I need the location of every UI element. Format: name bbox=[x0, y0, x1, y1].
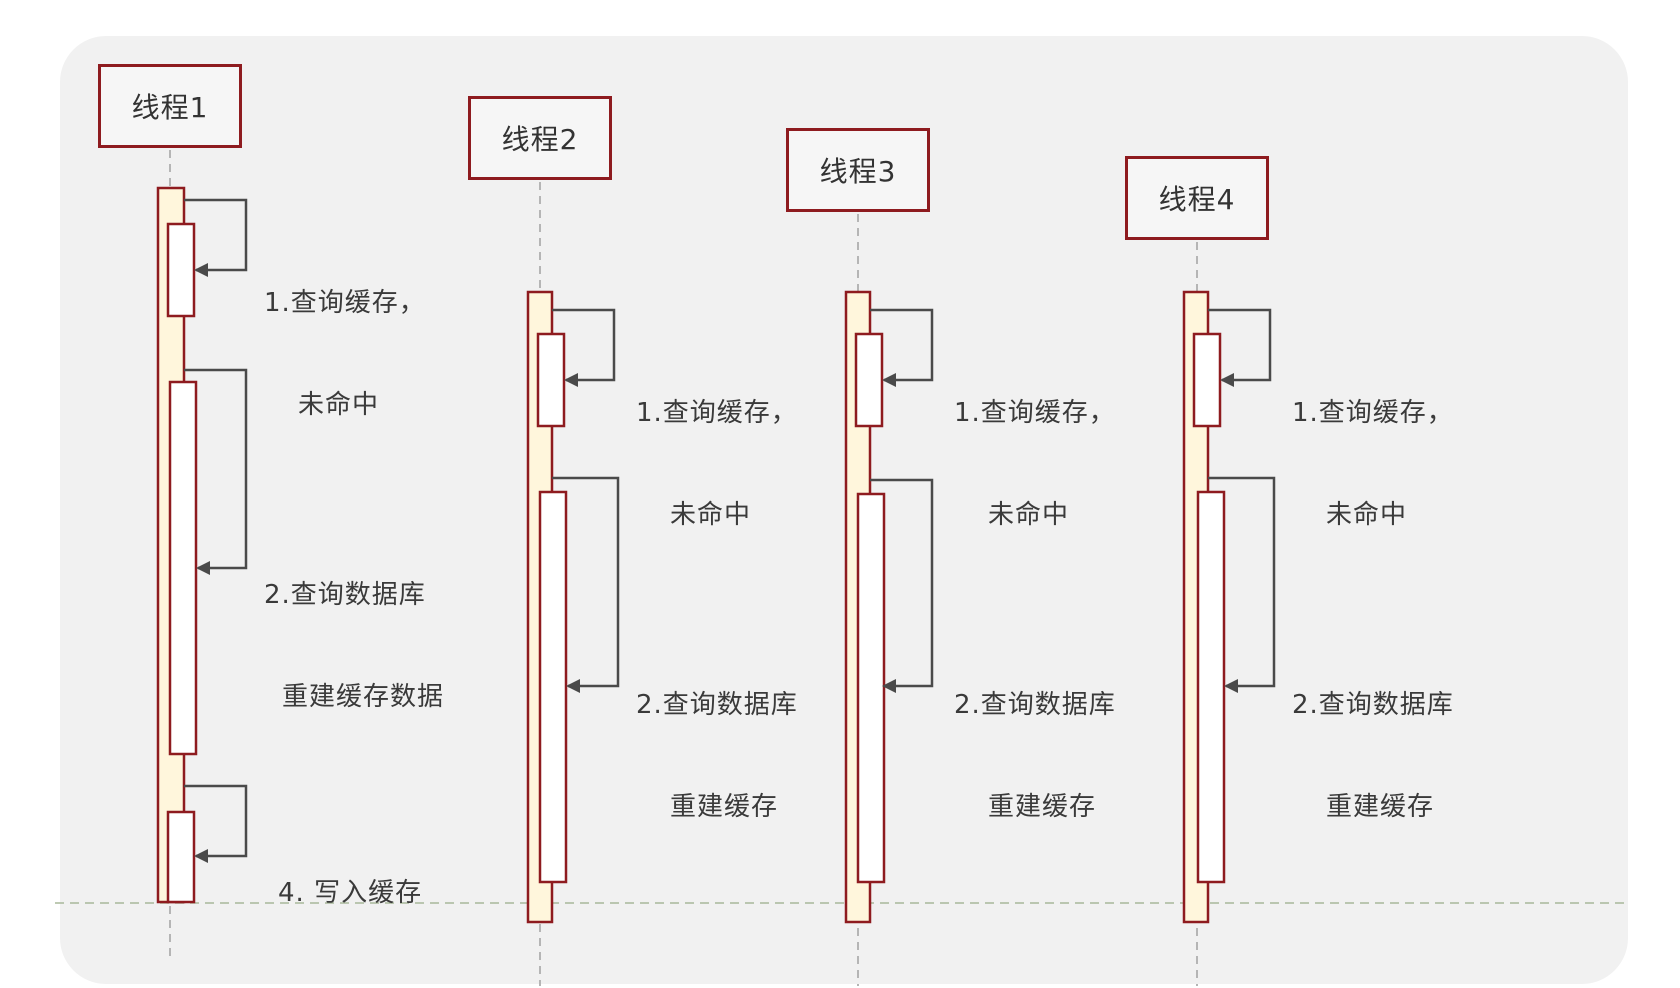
thread-2-step-2-line2: 重建缓存 bbox=[670, 792, 779, 822]
activation-step-2-thread-4 bbox=[1196, 490, 1226, 884]
self-call-arrow-1-thread-2 bbox=[552, 308, 616, 387]
thread-3-step-1-line1: 1.查询缓存， bbox=[954, 398, 1116, 428]
thread-4-step-2-line2: 重建缓存 bbox=[1326, 792, 1435, 822]
thread-1-step-1-label: 1.查询缓存， 未命中 bbox=[264, 218, 426, 490]
thread-4-box: 线程4 bbox=[1125, 156, 1269, 240]
self-call-arrow-2-thread-1 bbox=[184, 368, 248, 575]
self-call-arrow-1-thread-1 bbox=[184, 198, 248, 277]
self-call-arrow-4-thread-1 bbox=[184, 784, 248, 863]
thread-4-step-2-label: 2.查询数据库 重建缓存 bbox=[1292, 620, 1454, 892]
thread-1-step-2-label: 2.查询数据库 重建缓存数据 bbox=[264, 510, 444, 782]
activation-step-4-thread-1 bbox=[166, 810, 196, 904]
self-call-arrow-2-thread-4 bbox=[1208, 476, 1276, 693]
thread-1-step-4-line1: 4. 写入缓存 bbox=[278, 878, 423, 908]
activation-step-2-thread-3 bbox=[856, 492, 886, 884]
thread-2-box: 线程2 bbox=[468, 96, 612, 180]
activation-step-1-thread-4 bbox=[1192, 332, 1222, 428]
thread-2-step-1-line1: 1.查询缓存， bbox=[636, 398, 798, 428]
thread-1-step-1-line1: 1.查询缓存， bbox=[264, 288, 426, 318]
thread-1-step-2-line2: 重建缓存数据 bbox=[282, 682, 445, 712]
thread-2-step-1-label: 1.查询缓存， 未命中 bbox=[636, 328, 798, 600]
thread-3-step-1-label: 1.查询缓存， 未命中 bbox=[954, 328, 1116, 600]
thread-3-box: 线程3 bbox=[786, 128, 930, 212]
self-call-arrow-1-thread-4 bbox=[1208, 308, 1272, 387]
thread-2-step-1-line2: 未命中 bbox=[670, 500, 752, 530]
thread-1-step-2-line1: 2.查询数据库 bbox=[264, 580, 426, 610]
thread-2-step-2-line1: 2.查询数据库 bbox=[636, 690, 798, 720]
thread-1-box: 线程1 bbox=[98, 64, 242, 148]
thread-2-step-2-label: 2.查询数据库 重建缓存 bbox=[636, 620, 798, 892]
self-call-arrow-2-thread-3 bbox=[870, 478, 934, 693]
thread-1-step-4-label: 4. 写入缓存 bbox=[278, 808, 422, 978]
activation-step-1-thread-1 bbox=[166, 222, 196, 318]
thread-3-step-2-line2: 重建缓存 bbox=[988, 792, 1097, 822]
thread-1-step-1-line2: 未命中 bbox=[298, 390, 380, 420]
thread-3-step-1-line2: 未命中 bbox=[988, 500, 1070, 530]
activation-step-2-thread-2 bbox=[538, 490, 568, 884]
activation-step-1-thread-2 bbox=[536, 332, 566, 428]
thread-4-step-1-line1: 1.查询缓存， bbox=[1292, 398, 1454, 428]
self-call-arrow-2-thread-2 bbox=[552, 476, 620, 693]
thread-3-step-2-line1: 2.查询数据库 bbox=[954, 690, 1116, 720]
activation-step-1-thread-3 bbox=[854, 332, 884, 428]
thread-4-step-2-line1: 2.查询数据库 bbox=[1292, 690, 1454, 720]
activation-step-2-thread-1 bbox=[168, 380, 198, 756]
thread-4-step-1-label: 1.查询缓存， 未命中 bbox=[1292, 328, 1454, 600]
self-call-arrow-1-thread-3 bbox=[870, 308, 934, 387]
thread-3-step-2-label: 2.查询数据库 重建缓存 bbox=[954, 620, 1116, 892]
thread-4-step-1-line2: 未命中 bbox=[1326, 500, 1408, 530]
